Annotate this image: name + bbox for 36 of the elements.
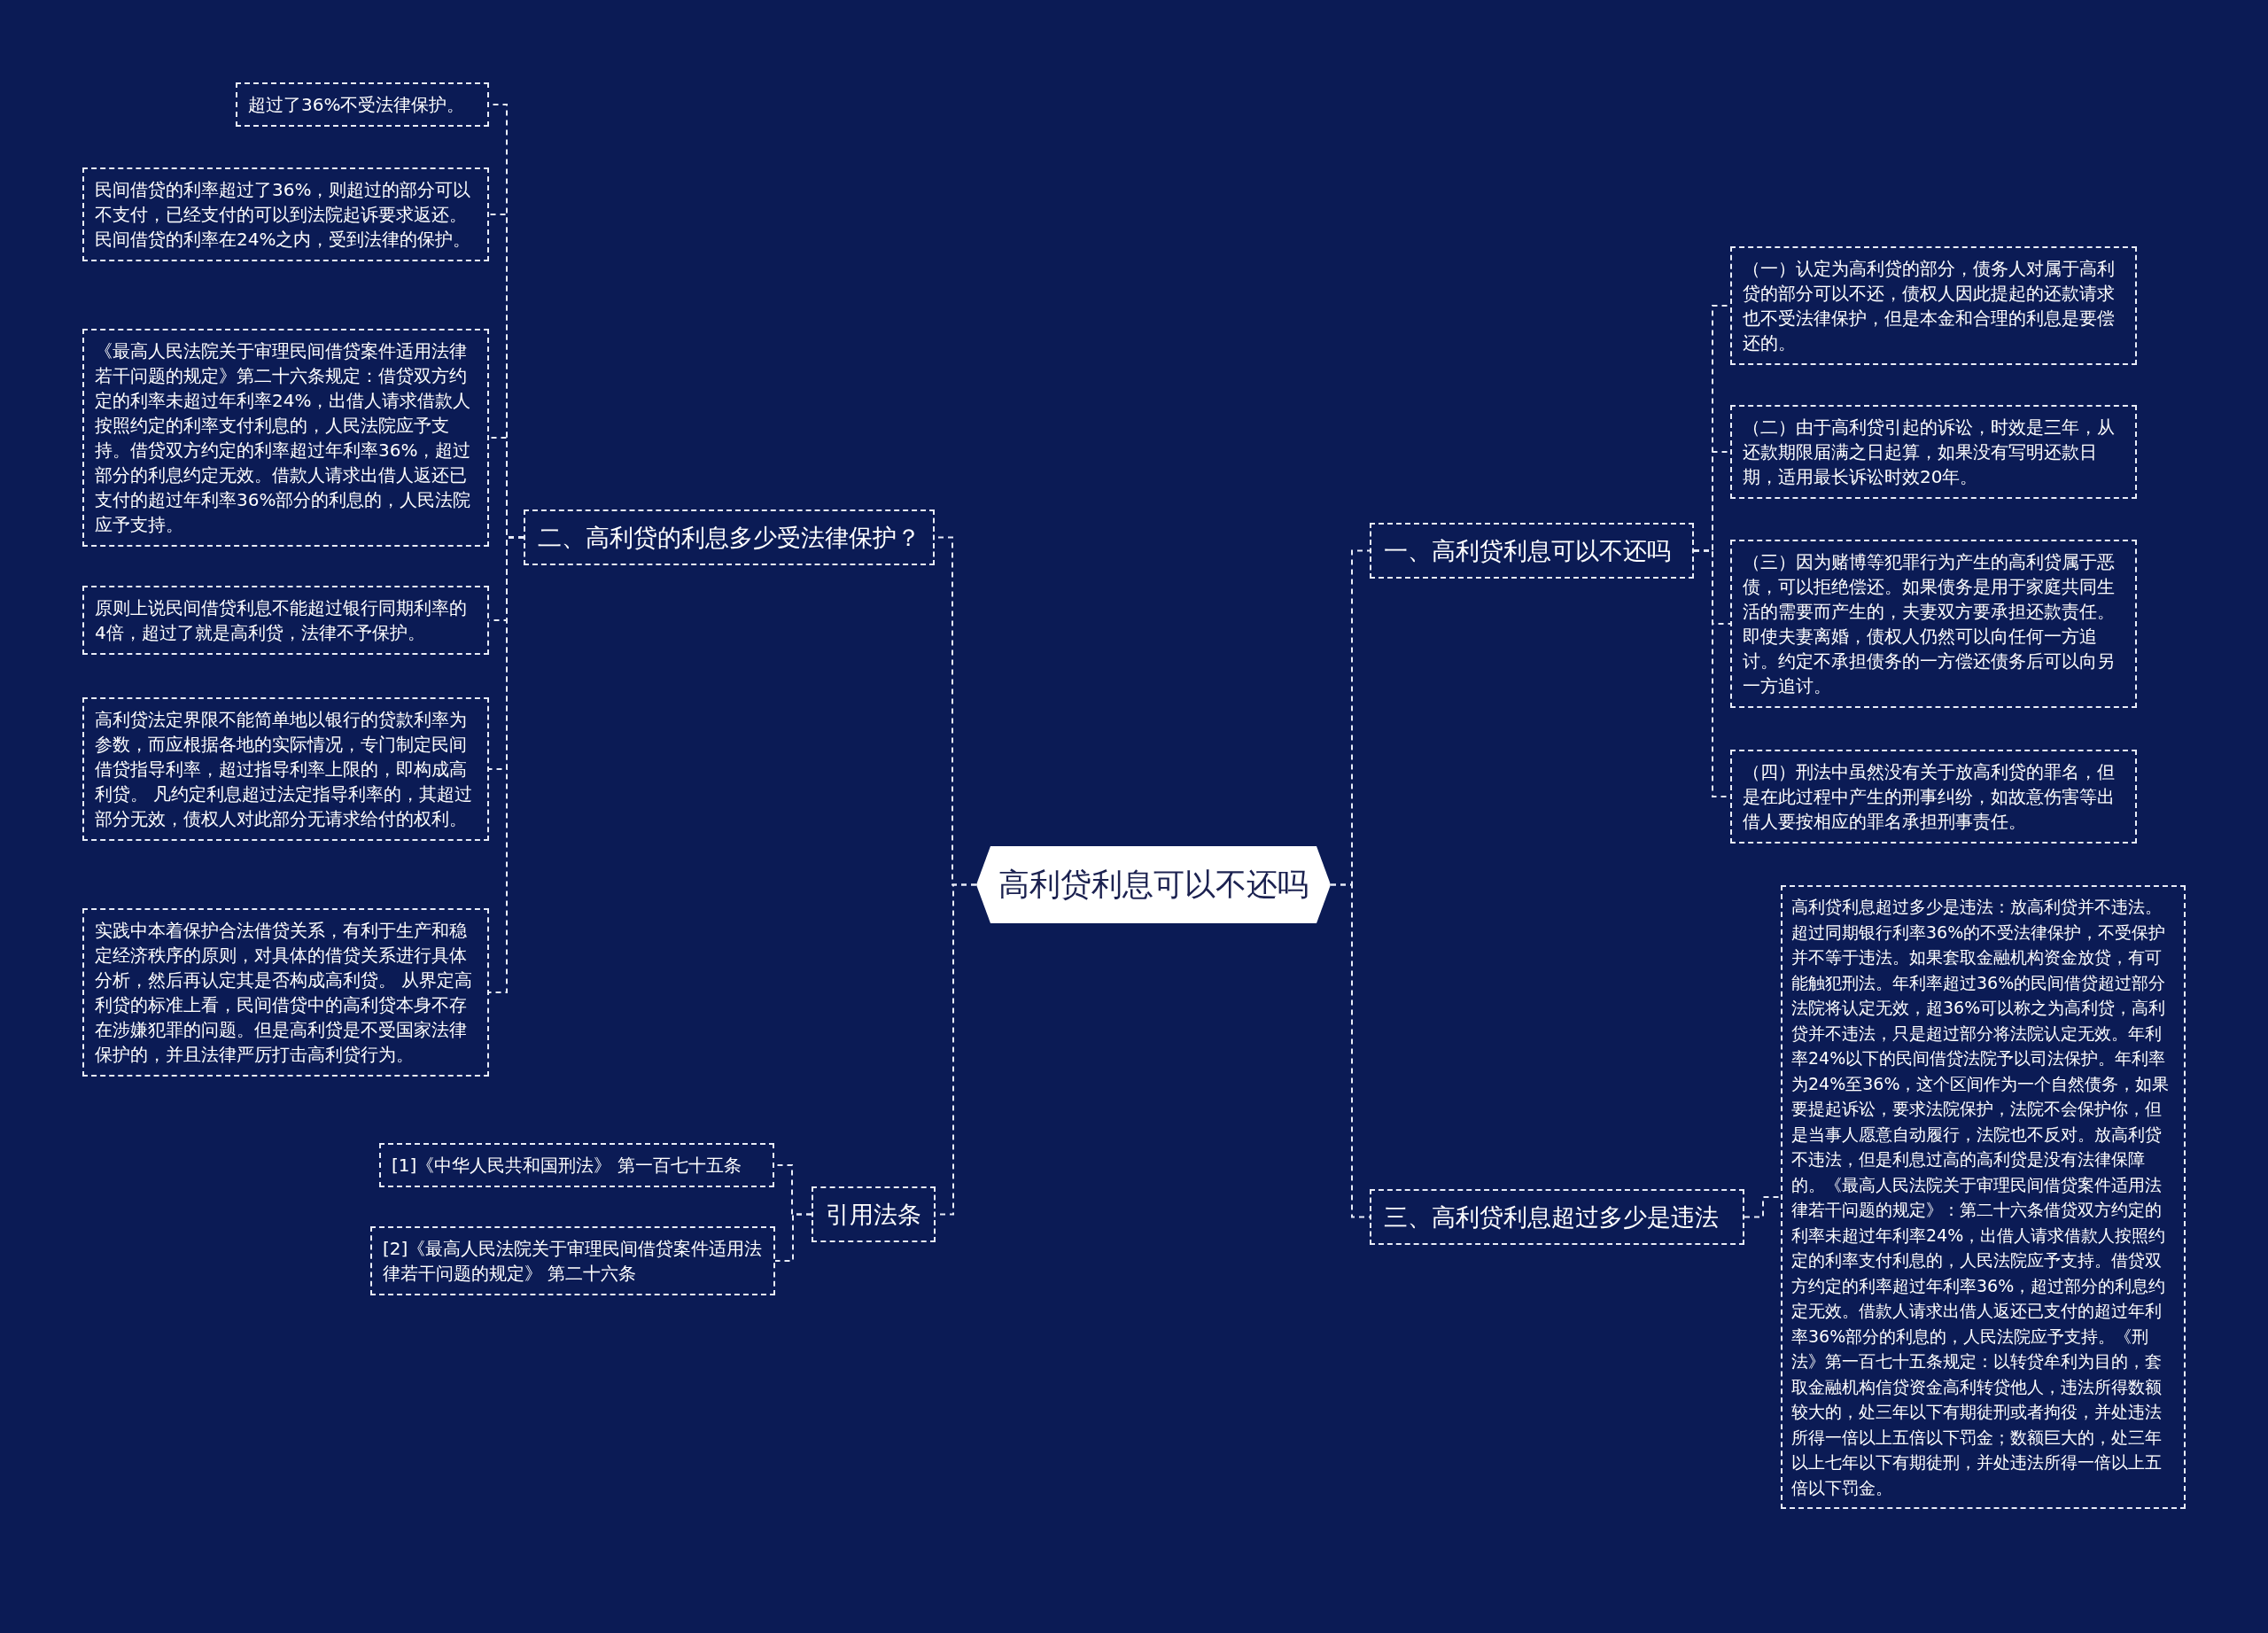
note-text: （一）认定为高利贷的部分，债务人对属于高利贷的部分可以不还，债权人因此提起的还款请求也不受法律保护，但是本金和合理的利息是要偿还的。 [1743,257,2116,355]
note-box [82,167,489,261]
connector-line [1744,1196,1782,1218]
note-text: （四）刑法中虽然没有关于放高利贷的罪名，但是在此过程中产生的刑事纠纷，如故意伤害等出借人要按相应的罪名承担刑事责任。 [1743,760,2116,834]
branch-title: 引用法条 [826,1200,921,1230]
connector-line [774,1213,812,1262]
branch-box [1370,523,1694,579]
note-box [82,697,489,841]
note-box [1730,750,2137,844]
branch-title: 三、高利贷利息超过多少是违法 [1384,1202,1720,1233]
note-text: [1]《中华人民共和国刑法》 第一百七十五条 [392,1154,742,1178]
note-text: 高利贷法定界限不能简单地以银行的贷款利率为参数，而应根据各地的实际情况，专门制定民间借贷指导利率，超过指导利率上限的，即构成高利贷。 凡约定利息超过法定指导利率的，其超过部分无效，债权人对此部分无请求给付的权利。 [95,708,474,831]
note-text: 高利贷利息超过多少是违法：放高利贷并不违法。超过同期银行利率36%的不受法律保护，不受保护并不等于违法。如果套取金融机构资金放贷，有可能触犯刑法。年利率超过36%的民间借贷超过部分法院将认定无效，超36%可以称之为高利贷，高利贷并不违法，只是超过部分将法院认定无效。年利率24%以下的民间借贷法院予以司法保护。年利率为24%至36%，这个区间作为一个自然债务，如果要提起诉讼，要求法院保护，法院不会保护你，但是当事人愿意自动履行，法院也不反对。放高利贷不违法，但是利息过高的高利贷是没有法律保障的。《最高人民法院关于审理民间借贷案件适用法律若干问题的规定》：第二十六条借贷双方约定的利率未超过年利率24%，出借人请求借款人按照约定的利率支付利息的，人民法院应予支持。借贷双方约定的利率超过年利率36%，超过部分的利息约定无效。借款人请求出借人返还已支付的超过年利率36%部分的利息的，人民法院应予支持。《刑法》第一百七十五条规定：以转贷牟利为目的，套取金融机构信贷资金高利转贷他人，违法所得数额较大的，处三年以下有期徒刑或者拘役，并处违法所得一倍以上五倍以下罚金；数额巨大的，处三年以上七年以下有期徒刑，并处违法所得一倍以上五倍以下罚金。 [1791,896,2171,1499]
note-box [370,1226,775,1295]
branch-box [1370,1189,1744,1246]
note-text: （二）由于高利贷引起的诉讼，时效是三年，从还款期限届满之日起算，如果没有写明还款日期，适用最长诉讼时效20年。 [1743,416,2116,489]
note-text: 《最高人民法院关于审理民间借贷案件适用法律若干问题的规定》第二十六条规定：借贷双方约定的利率未超过年利率24%，出借人请求借款人按照约定的利率支付利息的，人民法院应予支持。借贷双方约定的利率超过年利率36%，超过部分的利息约定无效。借款人请求出借人返还已支付的超过年利率36%部分的利息的，人民法院应予支持。 [95,339,472,537]
branch-title: 二、高利贷的利息多少受法律保护？ [538,523,920,553]
topic-text: 高利贷利息可以不还吗 [998,866,1309,904]
note-box [82,908,489,1077]
note-box [1730,405,2137,499]
note-box [82,329,489,547]
note-text: （三）因为赌博等犯罪行为产生的高利贷属于恶债，可以拒绝偿还。如果债务是用于家庭共同生活的需要而产生的，夫妻双方要承担还款责任。即使夫妻离婚，债权人仍然可以向任何一方追讨。约定不承担债务的一方偿还债务后可以向另一方追讨。 [1743,550,2116,698]
branch-title: 一、高利贷利息可以不还吗 [1384,536,1672,566]
branch-box [812,1186,936,1243]
branch-box [524,509,935,566]
note-text: 原则上说民间借贷利息不能超过银行同期利率的4倍，超过了就是高利贷，法律不予保护。 [95,596,468,645]
note-text: 实践中本着保护合法借贷关系，有利于生产和稳定经济秩序的原则，对具体的借贷关系进行具体分析，然后再认定其是否构成高利贷。 从界定高利贷的标准上看，民间借贷中的高利贷本身不存在涉嫌犯罪的问题。但是高利贷是不受国家法律保护的，并且法律严厉打击高利贷行为。 [95,919,474,1067]
note-text: 超过了36%不受法律保护。 [248,93,466,117]
note-box [82,586,489,655]
note-box [379,1143,774,1187]
note-text: [2]《最高人民法院关于审理民间借贷案件适用法律若干问题的规定》 第二十六条 [383,1237,763,1286]
note-text: 民间借贷的利率超过了36%，则超过的部分可以不支付，已经支付的可以到法院起诉要求返还。民间借贷的利率在24%之内，受到法律的保护。 [95,178,472,252]
note-box [1730,540,2137,708]
note-box [236,82,489,127]
note-box [1730,246,2137,365]
